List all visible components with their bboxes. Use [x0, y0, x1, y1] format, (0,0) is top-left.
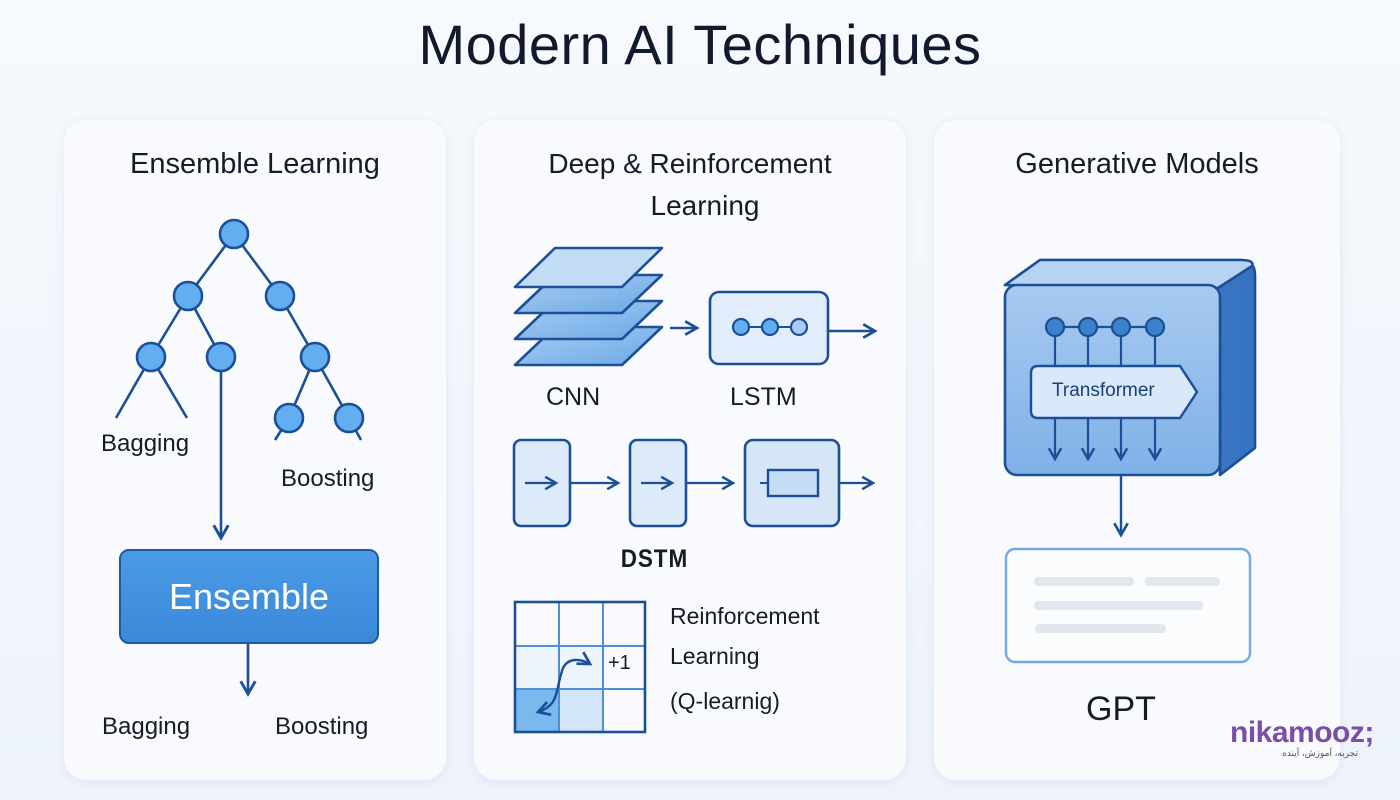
generative-models-title: Generative Models	[1015, 148, 1259, 180]
page-title: Modern AI Techniques	[418, 13, 982, 76]
lstm-cell-icon	[708, 290, 830, 366]
rl-label-line2: Learning	[670, 643, 760, 669]
gpt-label: GPT	[1086, 690, 1156, 728]
ensemble-learning-card: Ensemble Learning	[64, 120, 446, 780]
transformer-label: Transformer	[1052, 380, 1155, 401]
logo-tagline: تجربه، آموزش، آینده	[1282, 748, 1358, 758]
tree-node	[264, 280, 296, 312]
dstm-sequence-icon	[512, 438, 876, 528]
cnn-label: CNN	[546, 383, 601, 411]
tree-label-boosting: Boosting	[281, 465, 375, 492]
cnn-layers-icon	[513, 246, 664, 367]
q-learning-grid-icon	[513, 600, 647, 734]
tree-label-bagging: Bagging	[101, 430, 190, 457]
deep-rl-title-line1: Deep & Reinforcement	[548, 148, 832, 179]
ensemble-learning-title: Ensemble Learning	[130, 148, 380, 180]
dstm-label: DSTM	[620, 545, 689, 573]
ensemble-box: Ensemble	[119, 549, 379, 644]
transformer-block	[1029, 364, 1199, 420]
logo-name: nikamooz;	[1230, 716, 1374, 749]
tree-nodes	[135, 218, 365, 434]
attention-heads	[1044, 316, 1166, 462]
bottom-label-boosting: Boosting	[275, 713, 369, 740]
tree-node	[205, 341, 237, 373]
gpt-output-panel	[1004, 547, 1252, 664]
bottom-label-bagging: Bagging	[102, 713, 191, 740]
tree-node	[135, 341, 167, 373]
tree-node	[218, 218, 250, 250]
rl-label-line1: Reinforcement	[670, 603, 820, 629]
tree-node	[273, 402, 305, 434]
tree-node	[172, 280, 204, 312]
tree-node	[299, 341, 331, 373]
rl-label-line3: (Q-learnig)	[670, 688, 780, 714]
deep-rl-title-line2: Learning	[650, 190, 760, 221]
grid-reward-label: +1	[608, 652, 631, 674]
tree-node	[333, 402, 365, 434]
lstm-label: LSTM	[730, 383, 797, 411]
nikamooz-logo: nikamooz; تجربه، آموزش، آینده	[1230, 716, 1374, 759]
